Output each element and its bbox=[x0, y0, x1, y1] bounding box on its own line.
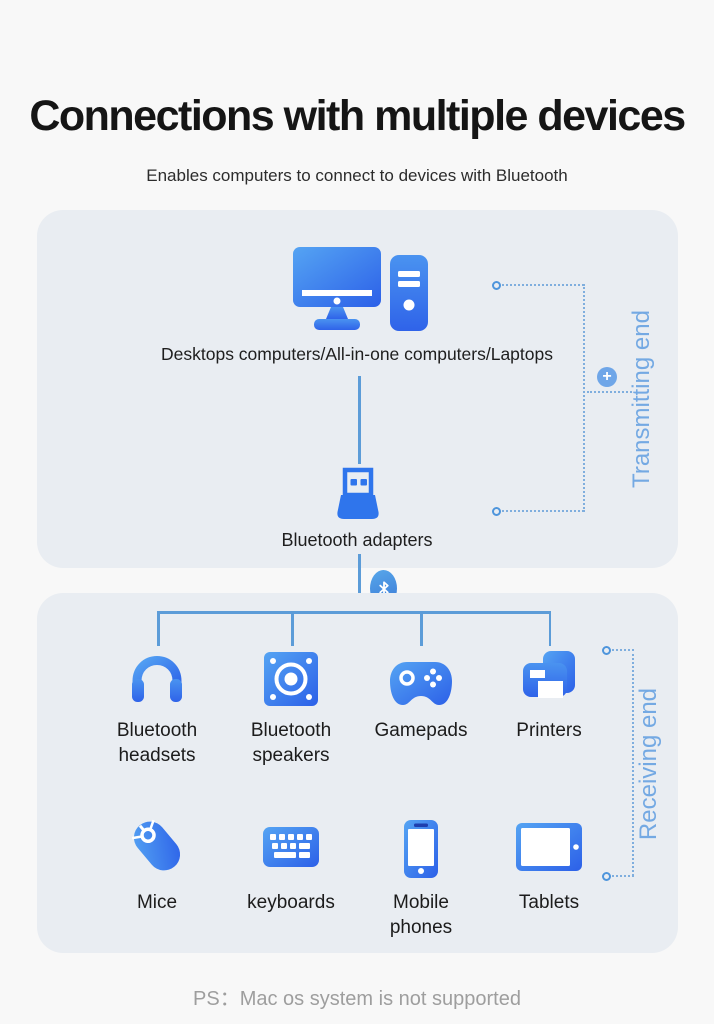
usb-bluetooth-adapter-icon bbox=[337, 467, 379, 519]
device-keyboards: keyboards bbox=[221, 816, 361, 915]
device-printers: Printers bbox=[479, 644, 619, 743]
bracket-line bbox=[583, 284, 585, 512]
device-gamepads: Gamepads bbox=[351, 644, 491, 743]
plus-icon: + bbox=[597, 367, 617, 387]
device-bluetooth-speakers: Bluetooth speakers bbox=[221, 644, 361, 768]
tablet-icon bbox=[516, 823, 582, 871]
device-label: Mobile phones bbox=[389, 892, 453, 939]
speaker-icon bbox=[264, 652, 318, 706]
branch-drop-4 bbox=[548, 611, 551, 646]
gamepad-icon bbox=[390, 662, 452, 705]
mouse-icon bbox=[131, 819, 181, 871]
device-label: Tablets bbox=[518, 892, 580, 913]
branch-drop-1 bbox=[157, 611, 160, 646]
bracket-node-bottom bbox=[492, 507, 501, 516]
device-mice: Mice bbox=[87, 816, 227, 915]
device-label: Mice bbox=[136, 892, 178, 913]
transmitting-end-label: Transmitting end bbox=[628, 310, 655, 488]
branch-drop-2 bbox=[291, 611, 294, 646]
device-label: keyboards bbox=[247, 892, 335, 913]
bracket-line bbox=[612, 649, 634, 651]
bracket-line bbox=[502, 284, 584, 286]
bracket-node-bottom bbox=[602, 872, 611, 881]
bracket-line bbox=[587, 391, 632, 393]
bracket-line bbox=[632, 649, 634, 876]
page-title: Connections with multiple devices bbox=[29, 92, 686, 140]
footnote: PS：Mac os system is not supported bbox=[193, 988, 521, 1010]
device-tablets: Tablets bbox=[479, 816, 619, 915]
mobile-phone-icon bbox=[404, 820, 438, 878]
bracket-line bbox=[502, 510, 584, 512]
device-bluetooth-headsets: Bluetooth headsets bbox=[87, 644, 227, 768]
bracket-node-top bbox=[492, 281, 501, 290]
connector-line-adapter-to-devices bbox=[358, 554, 361, 613]
device-label: Printers bbox=[516, 720, 582, 741]
receiving-end-label: Receiving end bbox=[635, 687, 662, 841]
desktop-computer-icon bbox=[293, 247, 428, 331]
page-subtitle: Enables computers to connect to devices … bbox=[146, 166, 568, 185]
computer-label: Desktops computers/All-in-one computers/… bbox=[161, 344, 553, 364]
device-label: Bluetooth speakers bbox=[250, 720, 332, 767]
keyboard-icon bbox=[263, 827, 319, 867]
device-label: Gamepads bbox=[374, 720, 468, 741]
printer-icon bbox=[523, 651, 575, 698]
device-label: Bluetooth headsets bbox=[116, 720, 198, 767]
adapter-label: Bluetooth adapters bbox=[281, 530, 433, 550]
bracket-line bbox=[612, 875, 634, 877]
connector-line-computer-to-adapter bbox=[358, 376, 361, 464]
device-mobile-phones: Mobile phones bbox=[351, 816, 491, 940]
branch-line-horizontal bbox=[157, 611, 551, 614]
branch-drop-3 bbox=[420, 611, 423, 646]
headphones-icon bbox=[132, 655, 182, 702]
bracket-node-top bbox=[602, 646, 611, 655]
